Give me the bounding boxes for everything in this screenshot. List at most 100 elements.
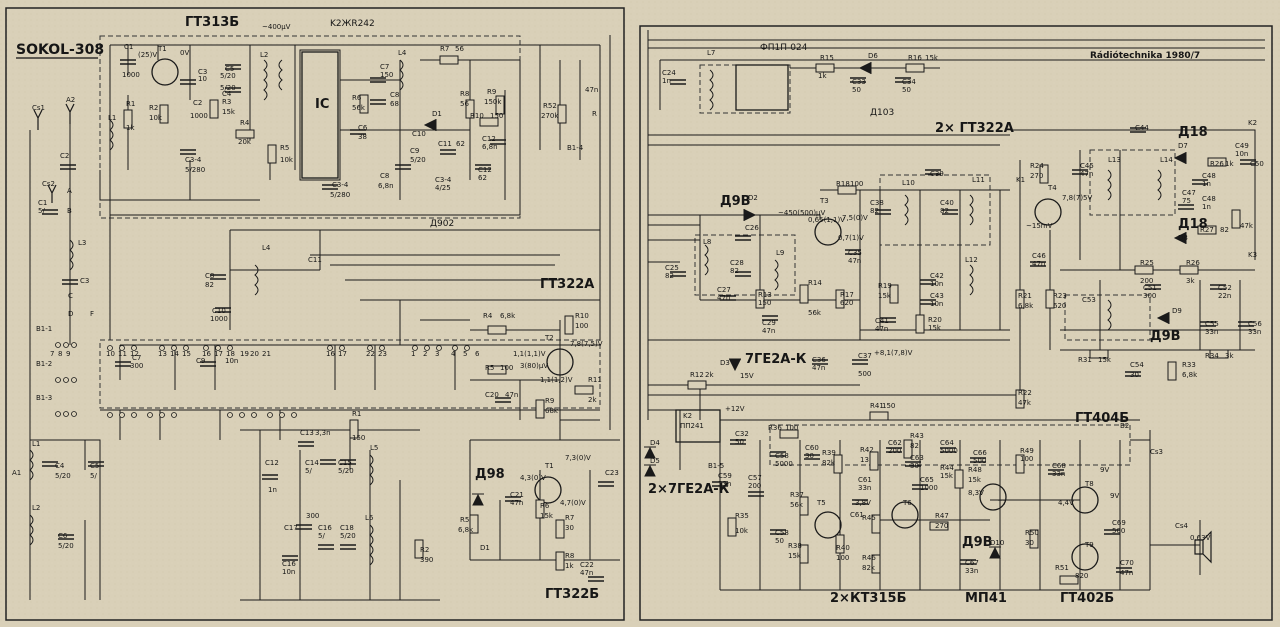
component-label: 33n: [858, 484, 871, 492]
component-label: 9V: [1110, 492, 1119, 500]
component-label: L14: [1160, 156, 1173, 164]
component-label: C26: [745, 224, 759, 232]
component-label: C3: [198, 68, 207, 76]
component-label: C16: [318, 524, 332, 532]
component-label: 300: [306, 512, 319, 520]
component-label: 10: [198, 75, 207, 83]
component-label: R26: [1210, 160, 1224, 168]
component-label: R4: [483, 312, 493, 320]
switch-number: 9: [66, 350, 70, 358]
component-label: C48: [1202, 195, 1216, 203]
component-label: 82: [910, 442, 919, 450]
component-label: Cs1: [32, 104, 45, 112]
switch-number: 20: [250, 350, 259, 358]
component-label: C58: [775, 452, 789, 460]
component-label: 1k: [126, 124, 135, 132]
component-label: ПП241: [680, 422, 704, 430]
component-label: T1: [157, 45, 167, 53]
component-label: 5/: [90, 472, 97, 480]
component-label: D1: [432, 110, 442, 118]
component-label: 82: [730, 267, 739, 275]
component-label: L4: [262, 244, 271, 252]
component-label: R17: [840, 291, 854, 299]
component-label: C7: [132, 354, 141, 362]
component-label: R51: [1055, 564, 1069, 572]
component-label: C8: [380, 172, 389, 180]
component-label: R20: [928, 316, 942, 324]
component-label: R36: [768, 424, 782, 432]
component-label: C37: [858, 352, 872, 360]
component-label: 6,8n: [482, 143, 498, 151]
component-label: L3: [78, 239, 86, 247]
component-label: C22: [580, 561, 594, 569]
component-label: 620: [840, 299, 853, 307]
component-label: K2: [683, 412, 692, 420]
switch-number: 16: [326, 350, 335, 358]
section-label: ~400μV: [262, 23, 291, 31]
component-label: C25: [665, 264, 679, 272]
component-label: R4: [240, 119, 250, 127]
component-label: R3: [222, 98, 231, 106]
component-label: 15k: [968, 476, 982, 484]
section-label: Д9В: [720, 194, 751, 209]
component-label: 15k: [788, 552, 802, 560]
component-label: F: [90, 310, 94, 318]
component-label: L9: [776, 249, 784, 257]
component-label: 200: [888, 447, 901, 455]
component-label: C17: [284, 524, 298, 532]
component-label: 15k: [222, 108, 236, 116]
component-label: K3: [1248, 251, 1257, 259]
component-label: R10: [575, 312, 589, 320]
component-label: R34: [1205, 352, 1219, 360]
component-label: 62: [456, 140, 465, 148]
component-label: 56k: [790, 501, 804, 509]
component-label: D4: [650, 439, 660, 447]
switch-number: 16: [202, 350, 211, 358]
component-label: C7: [380, 63, 389, 71]
component-label: 82: [205, 281, 214, 289]
switch-number: 13: [158, 350, 167, 358]
component-label: 47n: [580, 569, 593, 577]
component-label: R44: [940, 464, 954, 472]
component-label: C2: [60, 152, 69, 160]
component-label: T8: [1084, 480, 1094, 488]
component-label: 5/: [318, 532, 325, 540]
component-label: C21: [510, 491, 524, 499]
component-label: C15: [338, 459, 352, 467]
switch-number: 14: [170, 350, 179, 358]
component-label: C48: [1202, 172, 1216, 180]
component-label: A: [67, 187, 72, 195]
component-label: C: [68, 292, 73, 300]
component-label: 1n: [662, 77, 671, 85]
component-label: 10n: [225, 357, 238, 365]
component-label: B1-5: [708, 462, 724, 470]
component-label: D7: [1178, 142, 1188, 150]
component-label: 1,1(1,2)V: [540, 376, 573, 384]
component-label: R7: [565, 514, 574, 522]
component-label: 6,8k: [458, 526, 474, 534]
component-label: 47n: [762, 327, 775, 335]
section-label: ГТ313Б: [185, 15, 239, 30]
component-label: R1: [352, 410, 361, 418]
section-label: Д18: [1178, 125, 1208, 140]
component-label: 7,8(7,5)V: [570, 340, 603, 348]
component-label: C4: [55, 462, 65, 470]
component-label: C56: [1248, 320, 1262, 328]
component-label: ~450(500)μV: [778, 209, 826, 217]
component-label: 5/20: [340, 532, 356, 540]
switch-number: 12: [130, 350, 139, 358]
switch-number: 15: [182, 350, 191, 358]
component-label: R10: [470, 112, 484, 120]
component-label: C59: [718, 472, 732, 480]
component-label: 150: [882, 402, 895, 410]
component-label: C23: [605, 469, 619, 477]
component-label: R21: [1018, 292, 1032, 300]
component-label: 3k: [1225, 352, 1234, 360]
component-label: 33n: [1052, 470, 1065, 478]
component-label: C39: [930, 170, 944, 178]
component-label: 15V: [740, 372, 754, 380]
component-label: 10n: [282, 568, 295, 576]
component-label: 7,5(0)V: [842, 214, 868, 222]
component-label: 3,3n: [315, 429, 331, 437]
component-label: 6,8k: [1182, 371, 1198, 379]
